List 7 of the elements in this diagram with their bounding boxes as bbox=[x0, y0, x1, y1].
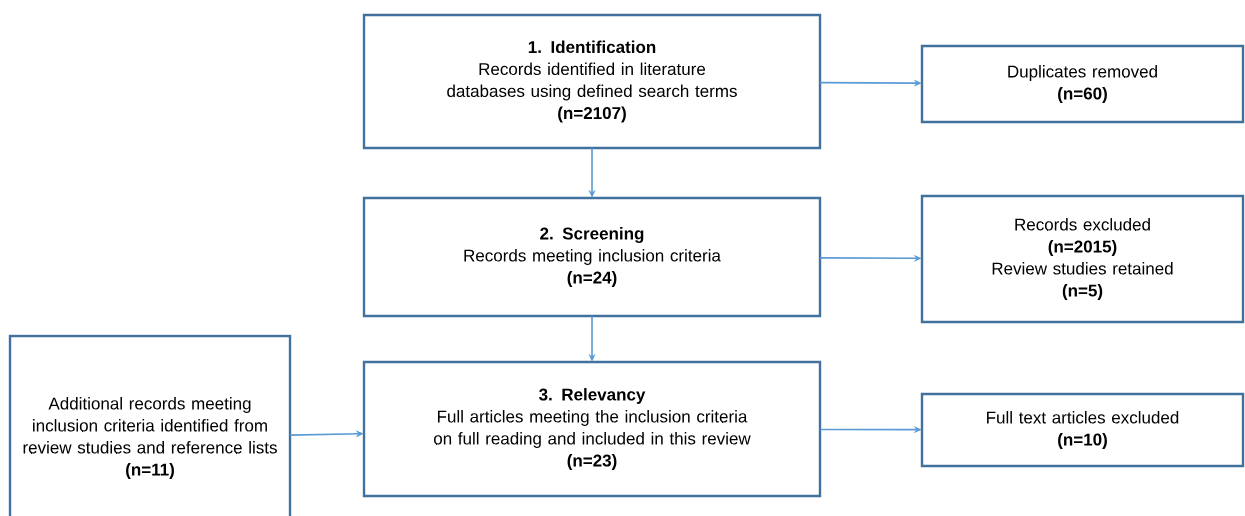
process-box: 3. Relevancy Full articles meeting the inclusion criteria on full reading and included in this review (n=23) bbox=[362, 360, 822, 498]
process-box: 1. Identification Records identified in literature databases using defined search terms (n=2107) bbox=[362, 13, 822, 150]
source-box: Additional records meeting inclusion criteria identified from review studies and reference lists (n=11) bbox=[8, 334, 292, 516]
process-box: 2. Screening Records meeting inclusion criteria (n=24) bbox=[362, 196, 822, 318]
exclusion-box: Full text articles excluded (n=10) bbox=[920, 392, 1245, 468]
exclusion-box: Records excluded (n=2015) Review studies retained (n=5) bbox=[920, 194, 1245, 324]
exclusion-box: Duplicates removed (n=60) bbox=[920, 44, 1245, 124]
